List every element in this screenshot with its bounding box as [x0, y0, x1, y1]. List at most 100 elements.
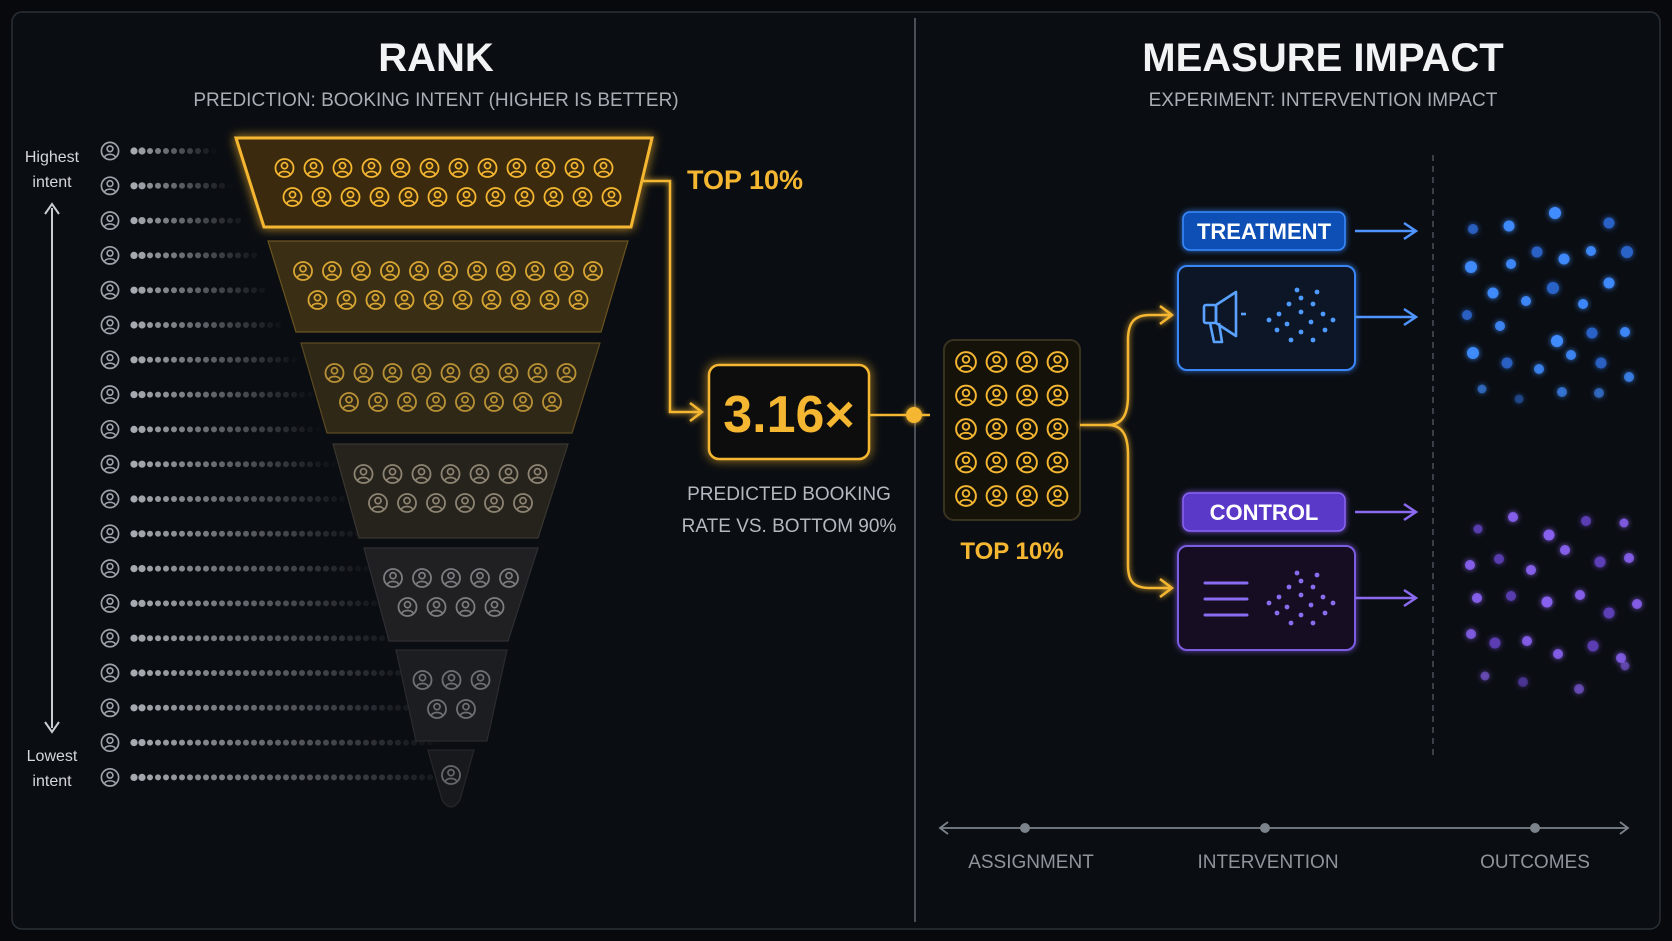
activity-dot: [147, 739, 153, 746]
activity-dot: [171, 287, 177, 294]
activity-dot: [138, 217, 146, 225]
activity-dot: [291, 426, 297, 433]
particle: [1266, 317, 1272, 323]
activity-dot: [307, 530, 313, 537]
activity-dot: [211, 774, 217, 781]
activity-dot: [163, 461, 169, 468]
activity-dot: [179, 496, 185, 502]
activity-dot: [419, 774, 425, 781]
activity-dot: [283, 704, 289, 711]
activity-dot: [195, 774, 201, 781]
activity-dot: [138, 599, 146, 608]
treatment-label: TREATMENT: [1197, 219, 1332, 244]
activity-dot: [171, 426, 177, 433]
activity-dot: [138, 460, 146, 468]
activity-dot: [211, 530, 217, 537]
outcome-dot: [1586, 246, 1596, 256]
activity-dot: [307, 739, 313, 746]
activity-dot: [171, 635, 177, 642]
activity-dot: [219, 252, 225, 259]
activity-dot: [138, 182, 146, 190]
control-outcomes: [1465, 512, 1642, 694]
activity-dot: [259, 322, 265, 328]
activity-dot: [395, 739, 401, 746]
outcome-dot: [1462, 310, 1472, 320]
activity-dot: [267, 739, 273, 746]
activity-dot: [187, 600, 193, 607]
activity-dot: [155, 356, 161, 363]
activity-dot: [187, 704, 193, 711]
activity-dot: [211, 635, 217, 642]
activity-dot: [138, 739, 146, 747]
activity-dot: [307, 392, 313, 398]
activity-dot: [291, 530, 297, 537]
split-connector: [1080, 305, 1175, 598]
activity-dot: [291, 600, 297, 607]
funnel-segment: [267, 240, 629, 333]
treatment-badge: [1182, 211, 1346, 251]
activity-dot: [147, 635, 153, 642]
activity-dot: [163, 704, 169, 711]
activity-dot: [259, 461, 265, 468]
activity-dot: [395, 704, 401, 711]
particle: [1314, 289, 1320, 295]
activity-dot: [147, 670, 153, 676]
activity-dot: [219, 565, 225, 572]
activity-dot: [211, 287, 217, 294]
activity-dot: [171, 217, 177, 224]
activity-dot: [171, 356, 177, 363]
activity-dot: [243, 704, 249, 711]
outcome-dot: [1501, 357, 1513, 369]
activity-dot: [163, 356, 169, 363]
activity-dot: [155, 182, 161, 189]
activity-dot: [147, 148, 153, 154]
activity-dot: [387, 670, 393, 676]
activity-dot: [211, 356, 217, 363]
particle: [1298, 309, 1304, 315]
funnel-segment: [233, 136, 654, 229]
activity-dot: [203, 182, 209, 189]
activity-dot: [243, 635, 249, 642]
activity-dot: [371, 635, 377, 642]
activity-dot: [331, 565, 337, 572]
activity-dot: [259, 287, 265, 294]
activity-dot: [339, 565, 345, 572]
activity-dot: [307, 704, 313, 711]
particle: [1276, 594, 1282, 600]
measure-subtitle: EXPERIMENT: INTERVENTION IMPACT: [1149, 90, 1498, 111]
outcome-dot: [1624, 553, 1634, 563]
activity-dot: [138, 704, 146, 712]
activity-dot: [291, 357, 297, 363]
activity-dot: [155, 739, 161, 746]
outcome-dot: [1503, 220, 1515, 232]
activity-dot: [138, 391, 146, 399]
activity-dot: [259, 635, 265, 642]
activity-dot: [283, 391, 289, 398]
control-arrow-top: [1355, 502, 1419, 522]
activity-dot: [227, 600, 233, 607]
particle: [1298, 329, 1304, 335]
activity-dot: [379, 704, 385, 711]
activity-dot: [275, 426, 281, 433]
outcome-dot: [1574, 684, 1584, 694]
activity-dot: [259, 600, 265, 607]
activity-dot: [187, 461, 193, 468]
timeline-axis: [938, 821, 1630, 835]
activity-dot: [275, 461, 281, 468]
activity-dot: [267, 565, 273, 572]
activity-dot: [227, 496, 233, 502]
activity-dot: [211, 322, 217, 328]
activity-dot: [227, 217, 233, 224]
activity-dot: [219, 287, 225, 294]
activity-dot: [259, 774, 265, 781]
activity-dot: [219, 670, 225, 676]
activity-dot: [171, 600, 177, 607]
activity-dot: [259, 496, 265, 502]
activity-dot: [155, 426, 161, 433]
funnel-top-label: TOP 10%: [687, 165, 803, 195]
activity-dot: [211, 391, 217, 398]
activity-dot: [339, 774, 345, 781]
activity-dot: [403, 774, 409, 781]
activity-dot: [171, 670, 177, 676]
activity-dot: [251, 426, 257, 433]
